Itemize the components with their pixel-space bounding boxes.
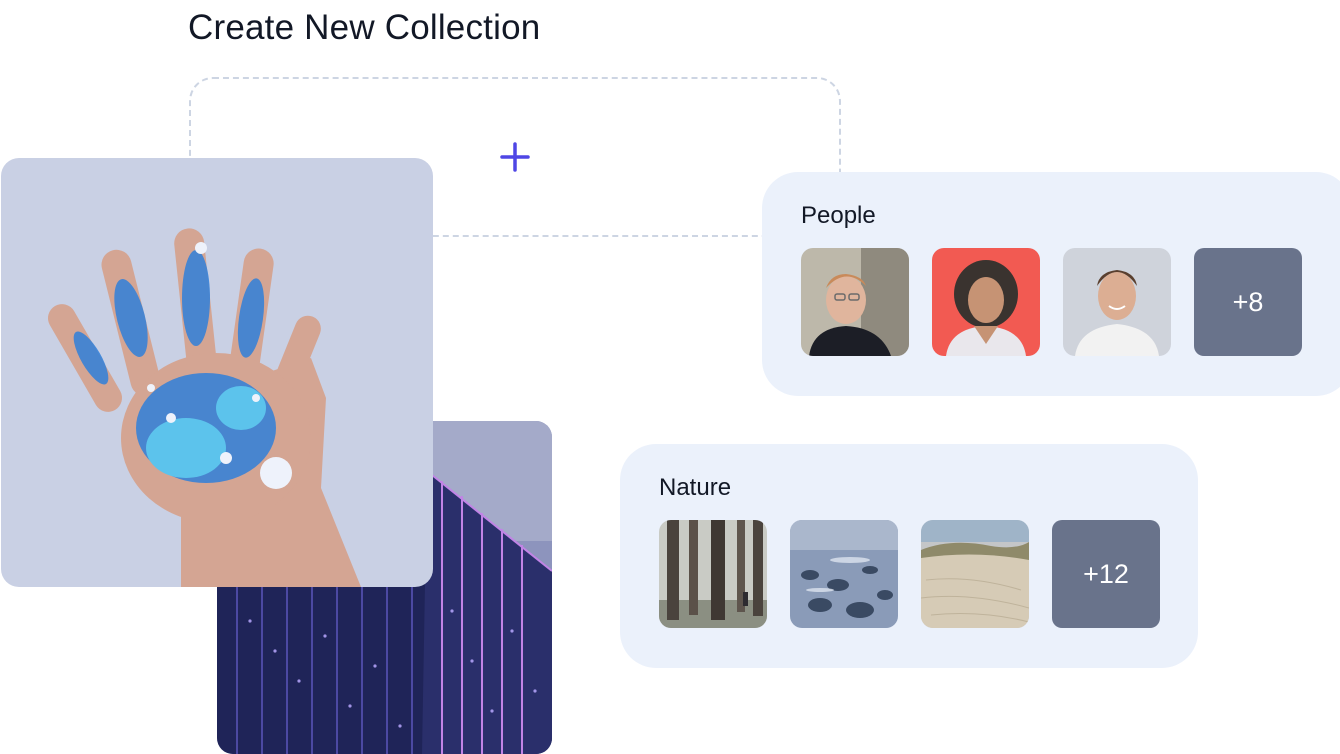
plus-icon[interactable]	[498, 140, 532, 174]
thumbnail-sand-dunes[interactable]	[921, 520, 1029, 628]
collection-card-nature[interactable]: Nature	[620, 444, 1198, 668]
thumbnail-rocky-shore[interactable]	[790, 520, 898, 628]
collection-card-people[interactable]: People +8	[762, 172, 1340, 396]
new-collection-dropzone[interactable]	[189, 77, 841, 237]
thumbnail-young-man-smiling[interactable]	[1063, 248, 1171, 356]
collection-title: People	[801, 202, 876, 229]
thumbnail-forest-trees[interactable]	[659, 520, 767, 628]
collection-title: Nature	[659, 474, 732, 501]
painted-hand-photo[interactable]	[1, 158, 433, 587]
thumbnail-man-glasses[interactable]	[801, 248, 909, 356]
thumbnail-woman-curly-hair[interactable]	[932, 248, 1040, 356]
more-items-button[interactable]: +12	[1052, 520, 1160, 628]
page-title: Create New Collection	[188, 8, 541, 47]
more-items-button[interactable]: +8	[1194, 248, 1302, 356]
